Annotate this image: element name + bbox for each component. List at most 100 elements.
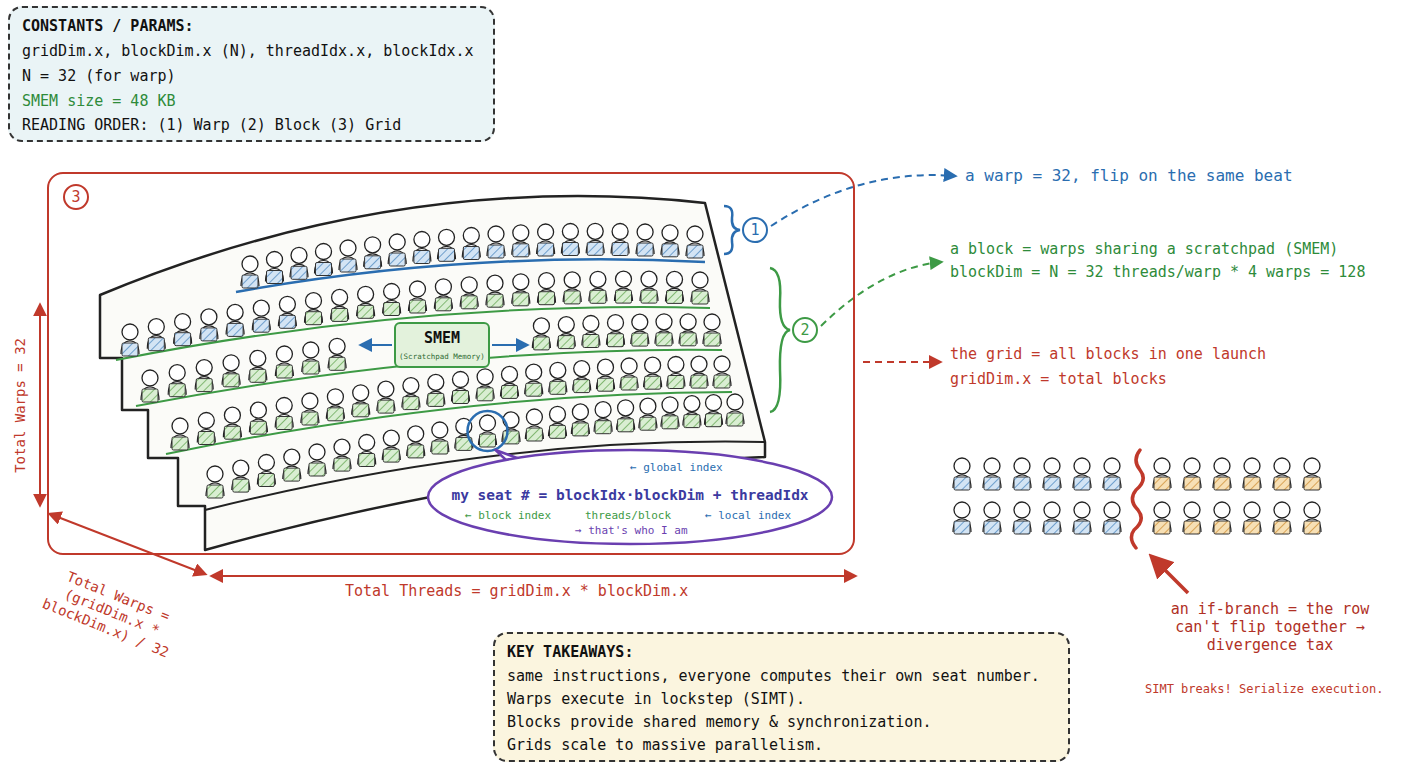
thread-person	[249, 350, 267, 382]
flip-card	[616, 290, 632, 303]
person-head	[428, 374, 444, 390]
warp-brace	[724, 206, 740, 254]
thread-person	[1153, 502, 1171, 534]
person-head	[714, 356, 730, 372]
flip-card	[1244, 521, 1260, 534]
thread-person	[147, 319, 165, 351]
thread-person	[726, 394, 744, 426]
flip-card	[172, 437, 188, 450]
thread-person	[571, 404, 589, 436]
formula-note: → that's who I am	[575, 524, 688, 537]
person-head	[358, 286, 374, 302]
thread-person	[636, 224, 654, 256]
smem-subtitle: (Scratchpad Memory)	[396, 352, 488, 361]
person-head	[1214, 458, 1230, 474]
flip-card	[358, 305, 374, 318]
flip-card	[303, 361, 319, 374]
note-line: same instructions, everyone computes the…	[507, 667, 1040, 685]
thread-person	[339, 240, 357, 272]
annotation: blockDim = N = 32 threads/warp * 4 warps…	[950, 263, 1365, 281]
flip-card	[306, 312, 322, 325]
person-head	[122, 324, 138, 340]
person-head	[1274, 458, 1290, 474]
flip-card	[714, 375, 730, 388]
flip-card	[1214, 521, 1230, 534]
flip-card	[727, 413, 743, 426]
flip-card	[383, 449, 399, 462]
divergence-row	[953, 458, 1321, 534]
person-head	[533, 318, 549, 334]
person-head	[477, 369, 493, 385]
person-head	[598, 359, 614, 375]
flip-card	[1184, 477, 1200, 490]
thread-person	[1013, 502, 1031, 534]
flip-card	[227, 323, 243, 336]
flip-card	[329, 357, 345, 370]
person-head	[550, 406, 566, 422]
flip-card	[632, 333, 648, 346]
person-head	[414, 232, 430, 248]
person-head	[539, 273, 555, 289]
person-head	[641, 271, 657, 287]
flip-card	[316, 263, 332, 276]
thread-person	[1243, 502, 1261, 534]
flip-card	[384, 303, 400, 316]
person-head	[279, 296, 295, 312]
flip-card	[207, 485, 223, 498]
flip-card	[564, 291, 580, 304]
flip-card	[279, 315, 295, 328]
thread-person	[713, 356, 731, 388]
note-line: SMEM size = 48 KB	[22, 92, 176, 110]
flip-card	[684, 415, 700, 428]
person-head	[309, 444, 325, 460]
flip-card	[1274, 521, 1290, 534]
person-head	[378, 381, 394, 397]
person-head	[513, 225, 529, 241]
note-line: Blocks provide shared memory & synchroni…	[507, 713, 931, 731]
dimension-arrow	[50, 514, 205, 574]
thread-person	[1153, 458, 1171, 490]
thread-person	[427, 374, 445, 406]
thread-person	[594, 402, 612, 434]
thread-person	[525, 364, 543, 396]
flip-card	[169, 384, 185, 397]
person-head	[258, 455, 274, 471]
person-head	[207, 466, 223, 482]
thread-person	[283, 449, 301, 481]
thread-person	[655, 314, 673, 346]
smem-title: SMEM	[396, 329, 488, 347]
thread-person	[275, 398, 293, 430]
flip-card	[587, 242, 603, 255]
person-head	[662, 397, 678, 413]
person-head	[645, 357, 661, 373]
person-head	[223, 355, 239, 371]
dimension-label: Total Warps = (gridDim.x * blockDim.x) /…	[33, 561, 191, 664]
flip-card	[453, 391, 469, 404]
thread-person	[326, 389, 344, 421]
flip-card	[984, 521, 1000, 534]
thread-person	[460, 277, 478, 309]
person-head	[608, 315, 624, 331]
note-line: Grids scale to massive parallelism.	[507, 736, 823, 754]
flip-card	[533, 337, 549, 350]
flip-card	[439, 248, 455, 261]
person-head	[616, 271, 632, 287]
flip-card	[148, 338, 164, 351]
thread-person	[1303, 458, 1321, 490]
flip-card	[662, 416, 678, 429]
flip-card	[389, 253, 405, 266]
person-head	[984, 502, 1000, 518]
person-head	[1044, 458, 1060, 474]
thread-person	[434, 279, 452, 311]
thread-person	[1213, 502, 1231, 534]
thread-person	[168, 365, 186, 397]
thread-person	[352, 385, 370, 417]
flip-card	[513, 244, 529, 257]
thread-person	[382, 430, 400, 462]
thread-person	[532, 318, 550, 350]
thread-person	[679, 314, 697, 346]
thread-person	[549, 406, 567, 438]
flip-card	[284, 468, 300, 481]
person-head	[684, 396, 700, 412]
thread-person	[275, 346, 293, 378]
